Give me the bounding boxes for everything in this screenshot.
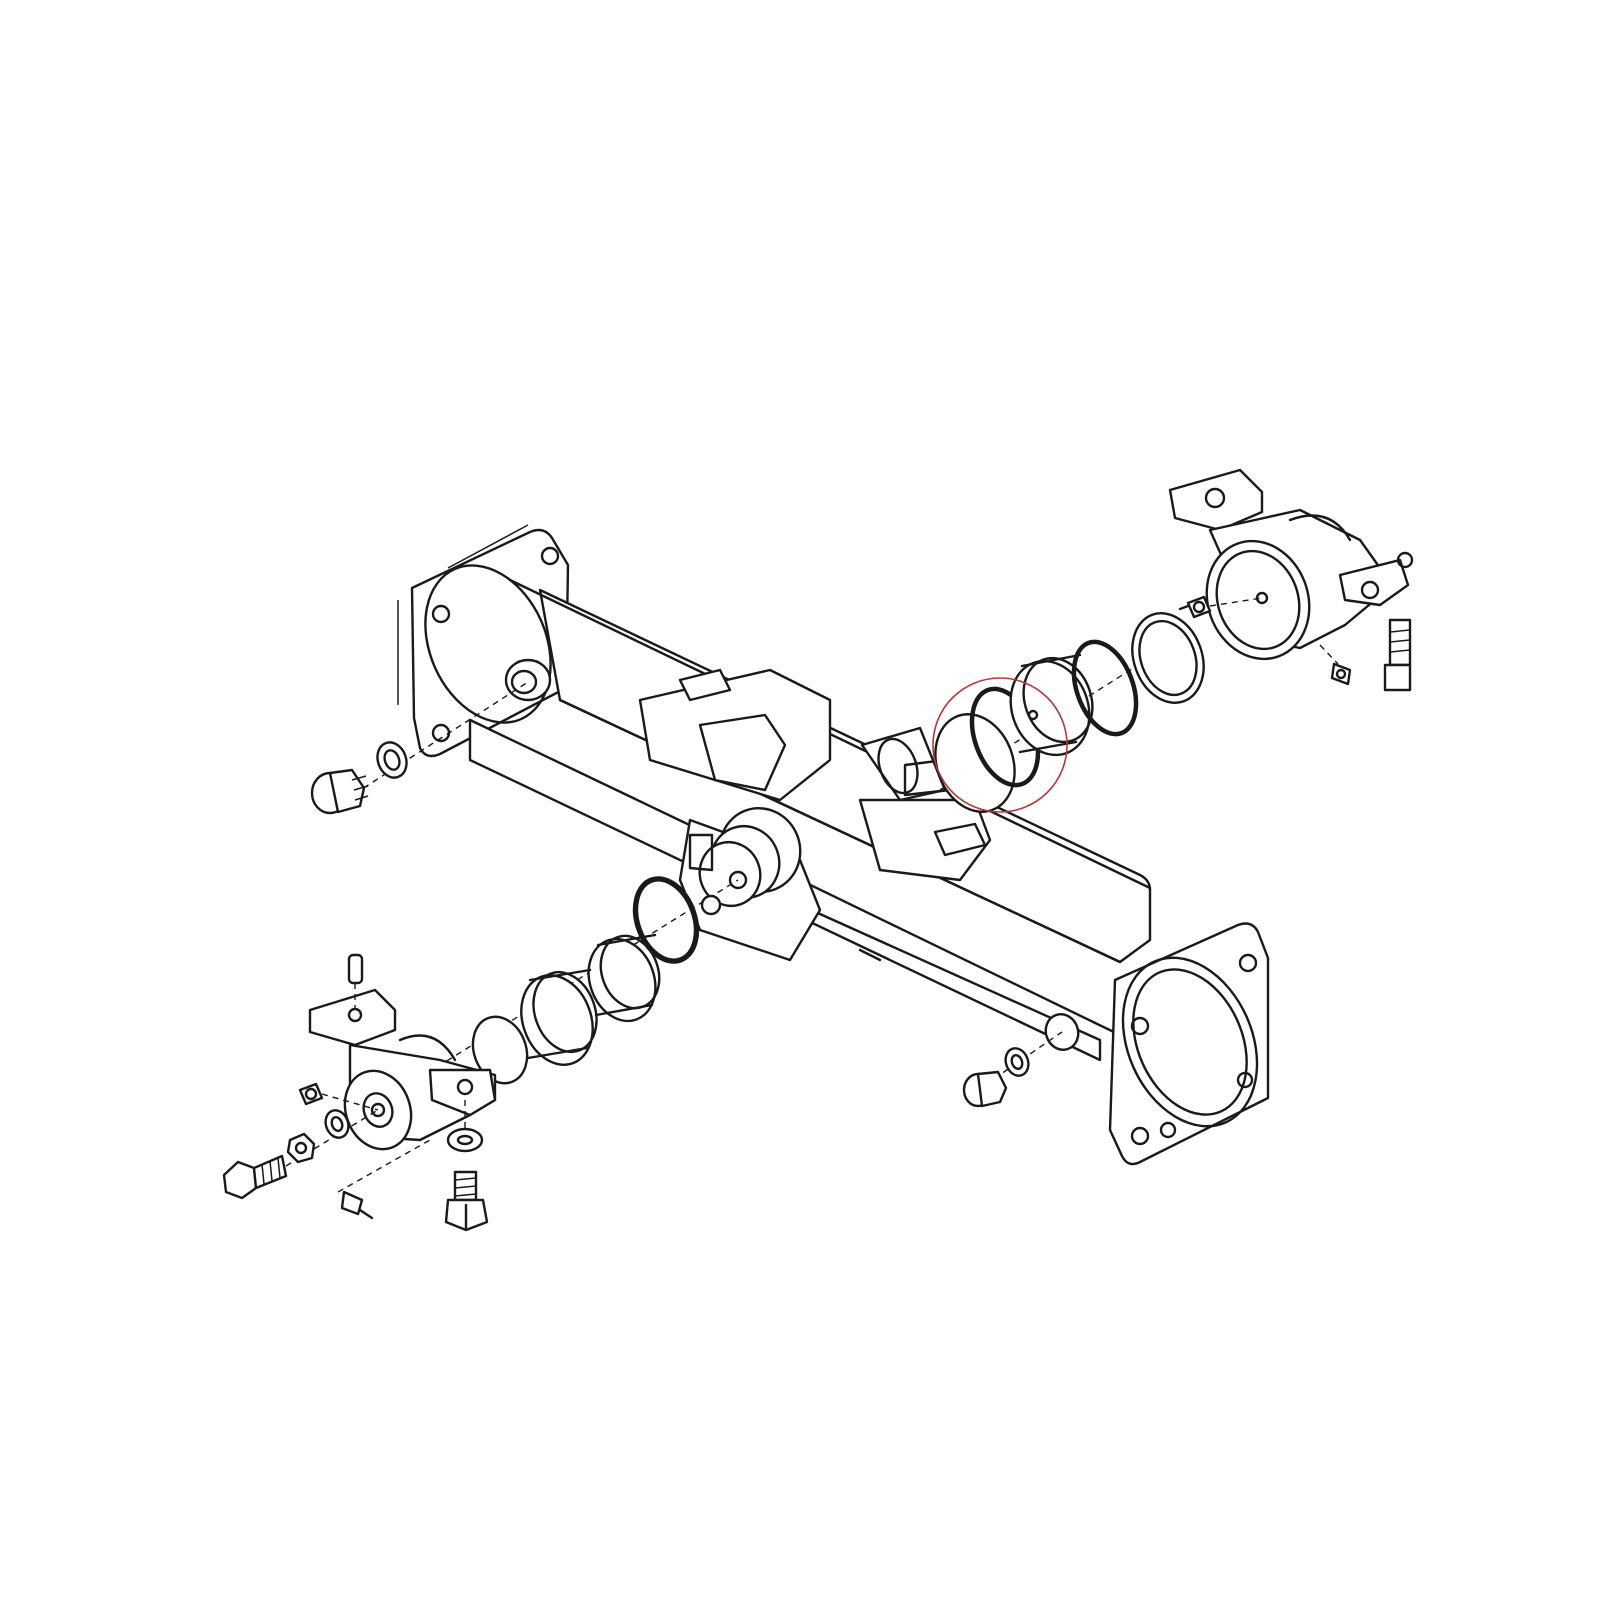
highlight-circle bbox=[933, 678, 1067, 812]
right-thrust-washer bbox=[1120, 603, 1215, 713]
lower-left-bushing-stack bbox=[400, 868, 738, 1090]
hex-bolt-left bbox=[224, 1110, 378, 1198]
grease-nipple-right bbox=[1320, 645, 1350, 684]
right-sealing-washer bbox=[1002, 1045, 1032, 1079]
spring-washer bbox=[448, 1100, 482, 1151]
flat-washer-left bbox=[322, 1107, 352, 1141]
right-drain-plug bbox=[964, 1032, 1062, 1106]
hex-nut-left bbox=[288, 1134, 314, 1162]
left-flange bbox=[398, 525, 574, 756]
axle-housing bbox=[398, 525, 1282, 1164]
grease-nipple-bottom bbox=[338, 1140, 430, 1218]
grease-nipple-upper bbox=[1180, 597, 1262, 617]
right-flange bbox=[1098, 924, 1283, 1164]
roll-pin bbox=[349, 955, 362, 1010]
highlighted-seal-group bbox=[922, 645, 1170, 823]
pinion-stub bbox=[690, 797, 812, 914]
upper-right-knuckle bbox=[1170, 470, 1412, 673]
grease-nipple-left bbox=[300, 1084, 378, 1110]
left-drain-plug bbox=[312, 682, 528, 813]
right-o-ring bbox=[1062, 633, 1147, 742]
hex-bolt-vertical bbox=[446, 1172, 487, 1230]
left-sealing-washer bbox=[373, 738, 412, 781]
hex-bolt-right bbox=[1385, 620, 1410, 690]
